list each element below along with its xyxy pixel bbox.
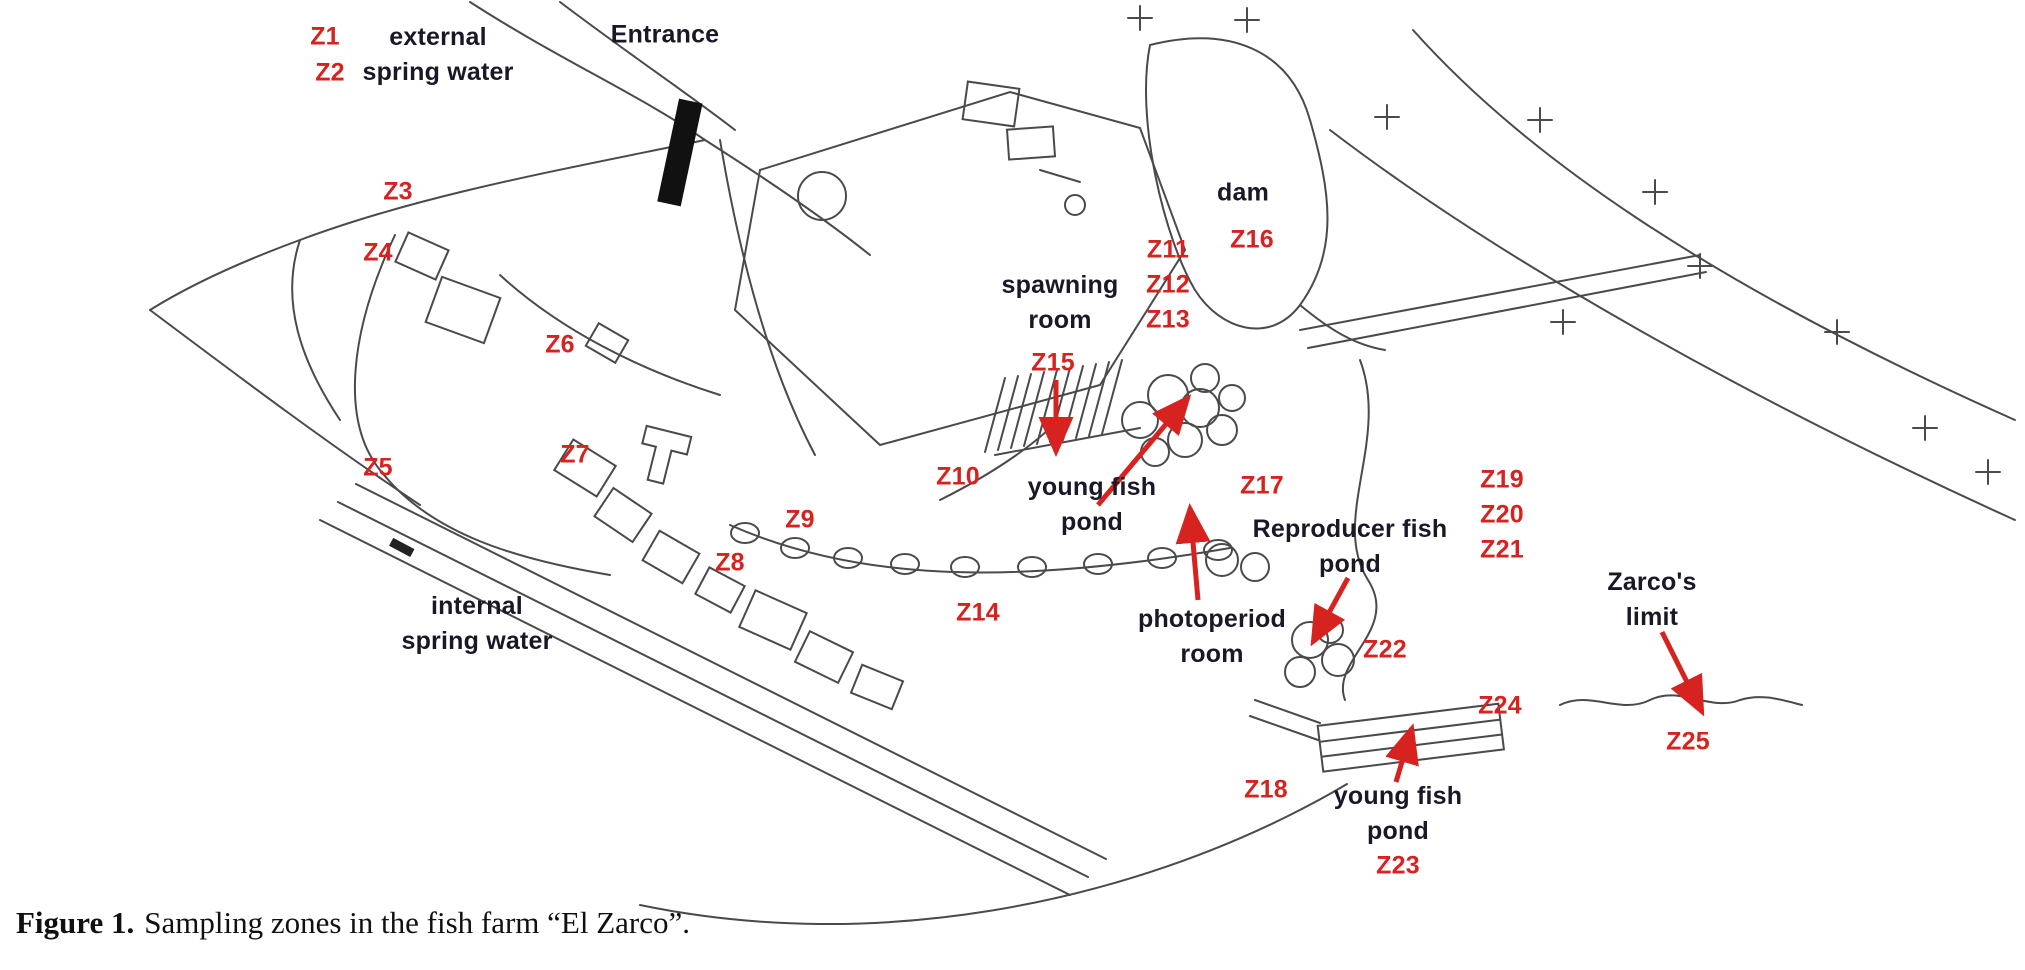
figure-caption: Figure 1. Sampling zones in the fish farm… [16, 905, 690, 941]
zarcos-limit-arrow [1659, 630, 1705, 717]
photoperiod-room-arrow [1175, 503, 1211, 601]
reproducer-pond-arrow [1310, 576, 1351, 647]
figure-caption-text: Sampling zones in the fish farm “El Zarc… [144, 905, 691, 940]
figure-caption-label: Figure 1. [16, 905, 135, 940]
young-fish-pond-lower-arrow [1385, 723, 1419, 783]
young-fish-pond-upper-arrow [1096, 394, 1192, 507]
